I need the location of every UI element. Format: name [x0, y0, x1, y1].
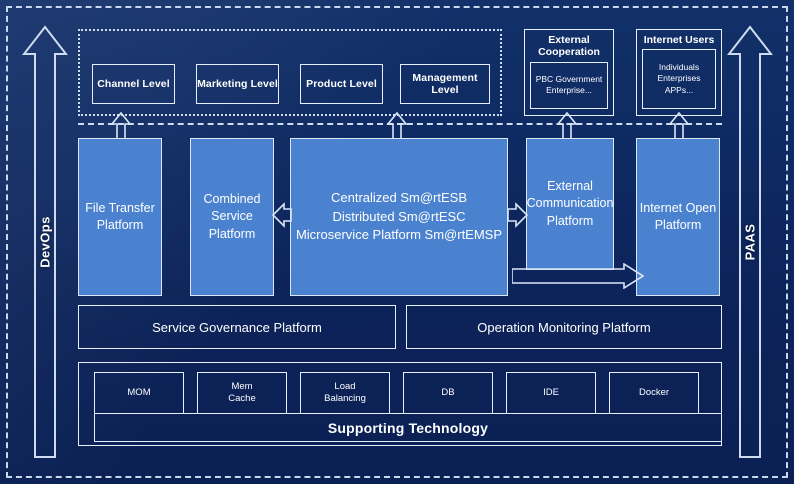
level-label: Channel Level — [97, 77, 170, 90]
devops-rail: DevOps — [22, 24, 68, 460]
devops-label: DevOps — [37, 216, 53, 268]
tech-box-db[interactable]: DB — [403, 372, 493, 414]
consumer-levels-group — [78, 29, 502, 116]
level-label: Marketing Level — [197, 77, 278, 90]
tech-label-line1: Mem — [231, 380, 253, 392]
integration-line-esb: Centralized Sm@rtESB — [330, 189, 468, 205]
tech-label-line2: Cache — [228, 393, 256, 404]
internet-users-title: Internet Users — [643, 34, 715, 46]
level-box-management[interactable]: Management Level — [400, 64, 490, 104]
operation-monitoring-platform-label: Operation Monitoring Platform — [477, 319, 651, 335]
level-label: Product Level — [306, 77, 377, 90]
tech-box-mom[interactable]: MOM — [94, 372, 184, 414]
integration-line-esc: Distributed Sm@rtESC — [332, 208, 466, 224]
supporting-technology-bar: Supporting Technology — [94, 413, 722, 442]
tech-label: IDE — [543, 386, 559, 398]
tech-box-mem-cache[interactable]: Mem Cache — [197, 372, 287, 414]
external-cooperation-detail: PBC Government Enterprise... — [530, 61, 608, 109]
tech-label-group: Mem Cache — [228, 381, 255, 406]
combined-service-platform-label: Combined Service Platform — [203, 192, 261, 241]
integration-line-emsp: Microservice Platform Sm@rtEMSP — [295, 227, 503, 243]
integration-platform-labels: Centralized Sm@rtESB Distributed Sm@rtES… — [296, 189, 502, 246]
tech-box-docker[interactable]: Docker — [609, 372, 699, 414]
external-communication-platform-label: External Communication Platform — [526, 179, 614, 228]
file-transfer-platform[interactable]: File Transfer Platform — [78, 138, 162, 296]
connector-arrow-up-external-cooperation — [556, 112, 578, 140]
tech-label-line2: Balancing — [324, 393, 366, 404]
tier-divider-dashed — [78, 123, 722, 125]
level-box-product[interactable]: Product Level — [300, 64, 383, 104]
level-box-marketing[interactable]: Marketing Level — [196, 64, 279, 104]
supporting-technology-frame — [78, 362, 722, 446]
level-label: Management Level — [412, 71, 478, 96]
connector-arrow-up-channel — [110, 112, 132, 140]
tech-label-group: Load Balancing — [324, 381, 366, 406]
connector-arrow-up-internet-users — [668, 112, 690, 140]
tech-label: MOM — [127, 386, 151, 398]
tech-label: DB — [441, 386, 455, 398]
tech-box-load-balancing[interactable]: Load Balancing — [300, 372, 390, 414]
file-transfer-platform-label: File Transfer Platform — [85, 200, 155, 232]
level-box-channel[interactable]: Channel Level — [92, 64, 175, 104]
diagram-outer-boundary — [6, 6, 788, 478]
internet-open-platform[interactable]: Internet Open Platform — [636, 138, 720, 296]
tech-box-ide[interactable]: IDE — [506, 372, 596, 414]
service-governance-platform[interactable]: Service Governance Platform — [78, 305, 396, 349]
paas-rail: PAAS — [727, 24, 773, 460]
internet-users-box[interactable]: Internet Users Individuals Enterprises A… — [636, 29, 722, 116]
supporting-technology-label: Supporting Technology — [327, 419, 489, 436]
combined-service-platform[interactable]: Combined Service Platform — [190, 138, 274, 296]
connector-arrow-up-integration — [386, 112, 408, 140]
integration-platform[interactable]: Centralized Sm@rtESB Distributed Sm@rtES… — [290, 138, 508, 296]
tech-label-line1: Load — [334, 380, 356, 392]
operation-monitoring-platform[interactable]: Operation Monitoring Platform — [406, 305, 722, 349]
internet-open-platform-label: Internet Open Platform — [639, 200, 717, 232]
connector-arrow-left-integration-to-combined — [272, 201, 292, 229]
service-governance-platform-label: Service Governance Platform — [152, 319, 322, 335]
connector-arrow-right-to-internet-open — [512, 263, 644, 289]
external-communication-platform[interactable]: External Communication Platform — [526, 138, 614, 270]
external-cooperation-box[interactable]: External Cooperation PBC Government Ente… — [524, 29, 614, 116]
connector-arrow-right-integration-to-external — [506, 201, 528, 229]
internet-users-detail: Individuals Enterprises APPs... — [642, 49, 716, 109]
paas-label: PAAS — [742, 223, 758, 261]
external-cooperation-title: External Cooperation — [538, 34, 600, 59]
tech-label: Docker — [638, 386, 670, 398]
